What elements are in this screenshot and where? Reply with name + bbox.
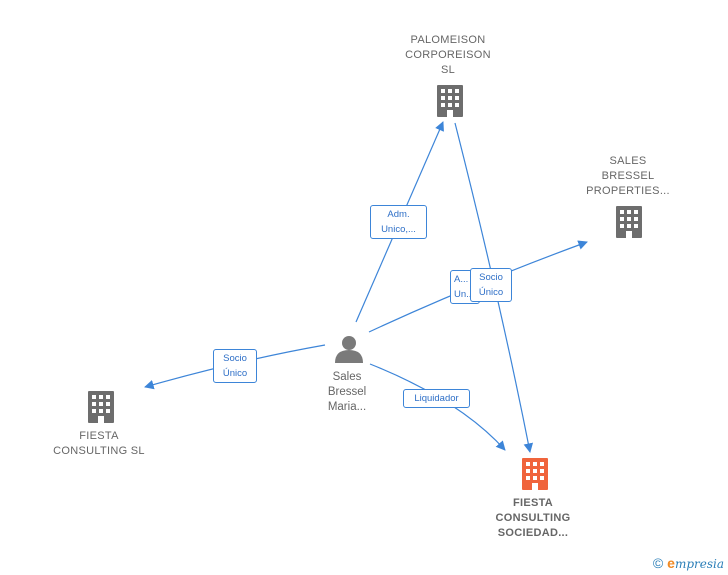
node-label-fiesta-sociedad[interactable]: FIESTA CONSULTING SOCIEDAD... (495, 497, 571, 539)
building-icon-fiesta-sociedad[interactable] (522, 458, 548, 490)
brand-name: mpresia (674, 557, 724, 571)
copyright-icon: © (652, 555, 664, 571)
node-label-fiesta-sl[interactable]: FIESTA CONSULTING SL (53, 430, 145, 457)
building-icon-palomeison[interactable] (437, 85, 463, 117)
person-icon[interactable] (335, 336, 363, 363)
edge-label-adm: Adm. Unico,... (370, 205, 427, 239)
edge-label-socio-fiesta-sl: Socio Único (213, 349, 257, 383)
node-label-sales-properties[interactable]: SALES BRESSEL PROPERTIES... (586, 155, 670, 197)
building-icon-fiesta-sl[interactable] (88, 391, 114, 423)
footer-branding: © empresia (653, 555, 724, 571)
brand-initial: e (667, 555, 675, 571)
node-label-palomeison[interactable]: PALOMEISON CORPOREISON SL (405, 34, 491, 76)
edge-label-socio-properties: Socio Único (470, 268, 512, 302)
edge-label-liquidador: Liquidador (403, 389, 470, 408)
node-label-person[interactable]: Sales Bressel Maria... (327, 371, 367, 413)
brand-logo: empresia (667, 555, 724, 571)
building-icon-sales-properties[interactable] (616, 206, 642, 238)
